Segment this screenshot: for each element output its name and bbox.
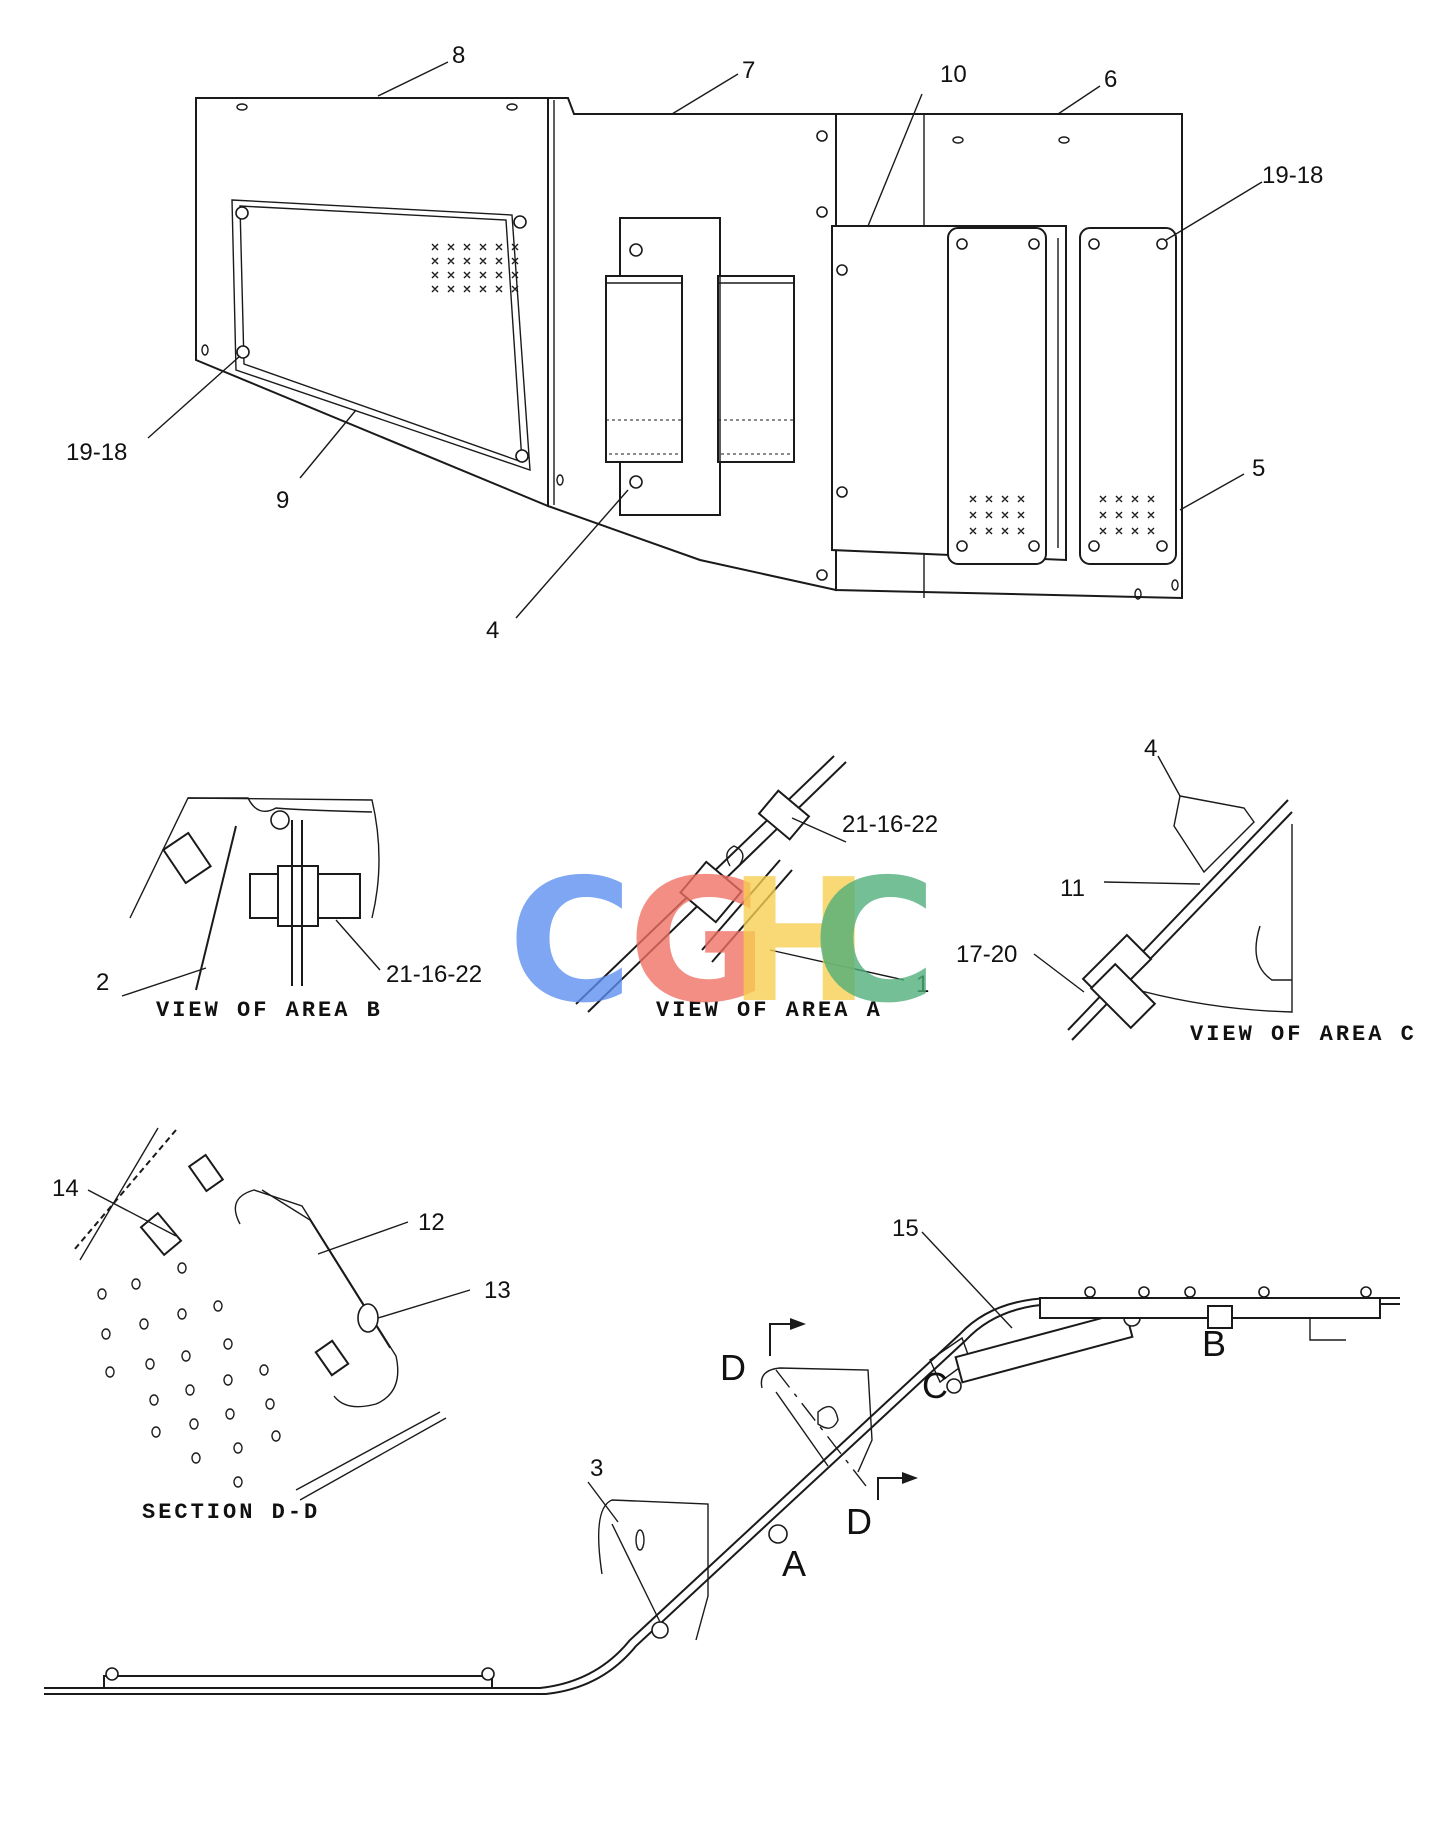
callout-7: 7 bbox=[742, 57, 755, 84]
section-dd bbox=[73, 1127, 471, 1501]
callout-21-16-22-a: 21-16-22 bbox=[842, 811, 938, 838]
callout-10: 10 bbox=[940, 61, 967, 88]
caption-area-b: VIEW OF AREA B bbox=[156, 998, 383, 1023]
callout-1: 1 bbox=[916, 971, 929, 998]
cover-plate-left bbox=[947, 227, 1047, 565]
callout-21-16-22-b: 21-16-22 bbox=[386, 961, 482, 988]
section-mark-d-bottom: D bbox=[846, 1501, 872, 1542]
filter-cartridge-right bbox=[717, 275, 795, 463]
callout-12: 12 bbox=[418, 1209, 445, 1236]
callout-14: 14 bbox=[52, 1175, 79, 1202]
watermark-cghc: C G H C bbox=[508, 843, 937, 1041]
caption-area-a: VIEW OF AREA A bbox=[656, 998, 883, 1023]
leader-lines-top bbox=[147, 61, 1263, 619]
callout-4-c: 4 bbox=[1144, 735, 1157, 762]
area-mark-b: B bbox=[1202, 1323, 1226, 1364]
callout-4-top: 4 bbox=[486, 617, 499, 644]
callout-19-18-right: 19-18 bbox=[1262, 162, 1323, 189]
bolt bbox=[515, 449, 529, 463]
perforated-plate bbox=[97, 1262, 281, 1488]
callout-2: 2 bbox=[96, 969, 109, 996]
bolt bbox=[235, 206, 249, 220]
callout-8: 8 bbox=[452, 42, 465, 69]
view-area-c bbox=[1033, 755, 1293, 1041]
bolt-19-18 bbox=[1156, 238, 1168, 250]
area-a-bolt bbox=[768, 1524, 788, 1544]
callout-5: 5 bbox=[1252, 455, 1265, 482]
callout-9: 9 bbox=[276, 487, 289, 514]
cover-plate-5 bbox=[1079, 227, 1177, 565]
area-mark-a: A bbox=[782, 1543, 806, 1584]
filter-cartridge-left bbox=[605, 275, 683, 463]
panel-8 bbox=[195, 97, 549, 508]
mesh-grille-right bbox=[969, 495, 1155, 535]
mesh-grille-left bbox=[431, 243, 519, 293]
watermark-letter: H bbox=[728, 843, 870, 1041]
callout-6: 6 bbox=[1104, 66, 1117, 93]
view-area-a bbox=[575, 755, 905, 1013]
filter-bracket-4 bbox=[605, 217, 795, 516]
callout-3: 3 bbox=[590, 1455, 603, 1482]
bolt bbox=[236, 345, 250, 359]
top-panel-assembly: 8 7 10 6 19-18 19-18 9 4 5 bbox=[66, 42, 1323, 644]
view-area-b bbox=[121, 797, 381, 997]
bolt bbox=[513, 215, 527, 229]
watermark-letter: G bbox=[628, 843, 768, 1041]
callout-13: 13 bbox=[484, 1277, 511, 1304]
watermark-letter: C bbox=[508, 843, 633, 1041]
callout-17-20: 17-20 bbox=[956, 941, 1017, 968]
caption-section-dd: SECTION D-D bbox=[142, 1500, 320, 1525]
area-b-bolt bbox=[1207, 1305, 1233, 1329]
section-mark-d-top: D bbox=[720, 1347, 746, 1388]
area-mark-c: C bbox=[922, 1365, 948, 1406]
side-profile bbox=[44, 1231, 1400, 1695]
callout-15: 15 bbox=[892, 1215, 919, 1242]
gas-spring-15 bbox=[954, 1310, 1134, 1384]
callout-19-18-left: 19-18 bbox=[66, 439, 127, 466]
watermark-letter: C bbox=[812, 843, 937, 1041]
caption-area-c: VIEW OF AREA C bbox=[1190, 1022, 1417, 1047]
callout-11: 11 bbox=[1060, 875, 1085, 902]
inner-cover-9 bbox=[231, 199, 531, 472]
